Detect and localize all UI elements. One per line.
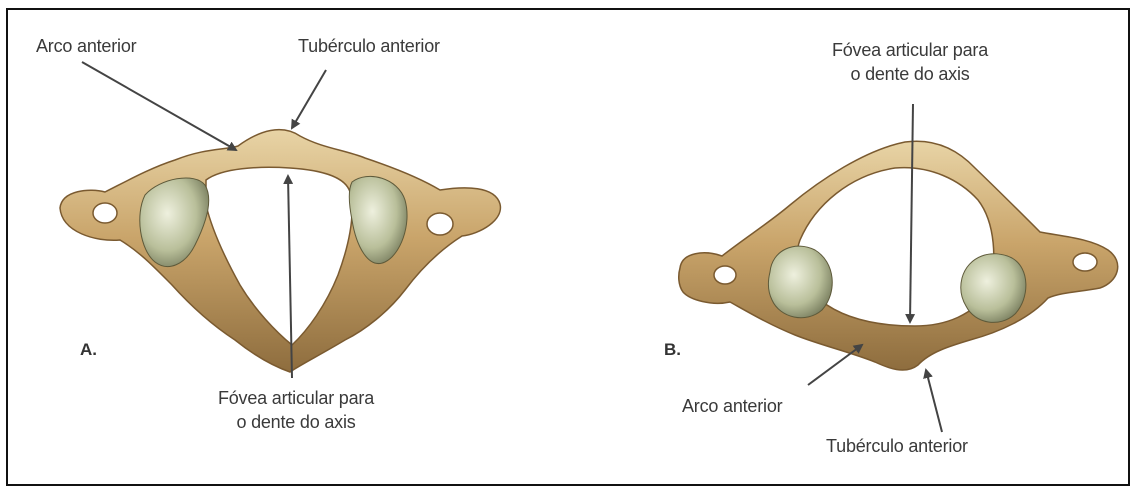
label-a-fovea-articular: Fóvea articular para o dente do axis: [176, 386, 416, 434]
panel-a-letter: A.: [80, 340, 97, 360]
arrow-a-arco-anterior: [82, 62, 236, 150]
label-b-fovea-line2: o dente do axis: [790, 62, 1030, 86]
label-b-arco-anterior: Arco anterior: [682, 394, 782, 418]
atlas-a-vertebra: [60, 130, 500, 372]
label-b-fovea-articular: Fóvea articular para o dente do axis: [790, 38, 1030, 86]
label-b-fovea-line1: Fóvea articular para: [790, 38, 1030, 62]
panel-b-letter: B.: [664, 340, 681, 360]
label-a-fovea-line1: Fóvea articular para: [176, 386, 416, 410]
label-a-tuberculo-anterior: Tubérculo anterior: [298, 34, 440, 58]
arrow-b-fovea-articular: [910, 104, 913, 322]
label-a-arco-anterior: Arco anterior: [36, 34, 136, 58]
atlas-b-vertebra: [679, 141, 1118, 370]
arrow-b-arco-anterior: [808, 345, 862, 385]
arrow-a-tuberculo-anterior: [292, 70, 326, 128]
label-a-fovea-line2: o dente do axis: [176, 410, 416, 434]
label-b-tuberculo-anterior: Tubérculo anterior: [826, 434, 968, 458]
arrow-b-tuberculo-anterior: [926, 370, 942, 432]
